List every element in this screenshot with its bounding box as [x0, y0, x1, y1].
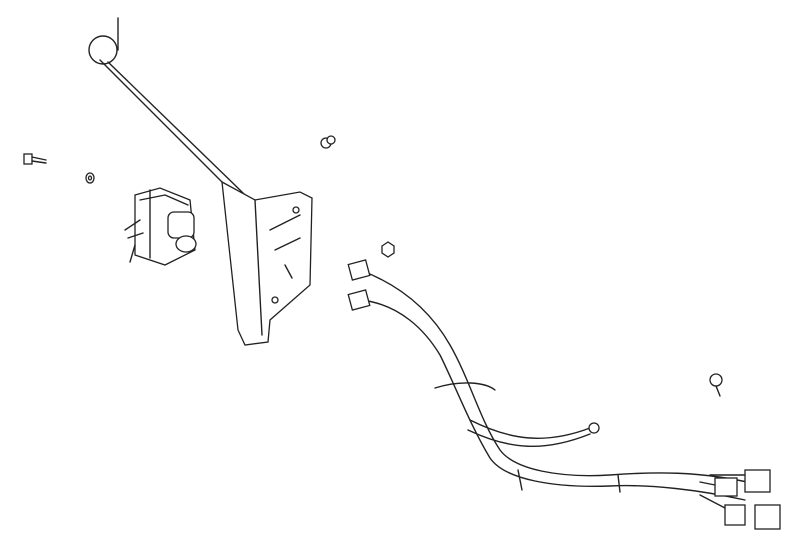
washer [85, 172, 95, 184]
nut-top [320, 135, 336, 149]
grommet [709, 373, 723, 397]
mounting-plate [221, 180, 313, 346]
switch-assembly [124, 187, 197, 266]
nut-middle [381, 241, 395, 258]
wiring-harness [347, 259, 781, 530]
bracket-rod [88, 17, 256, 211]
bolt [23, 153, 47, 165]
